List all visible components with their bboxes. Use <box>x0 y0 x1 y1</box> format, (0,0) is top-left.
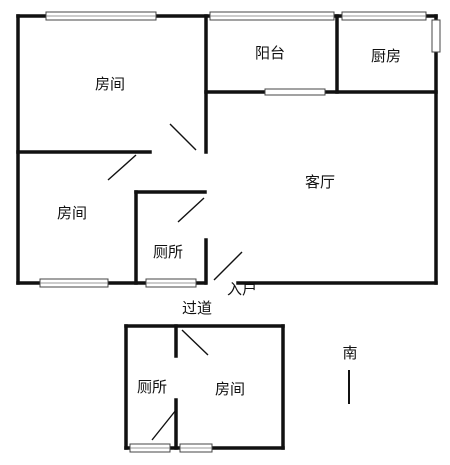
label-toilet-upper: 厕所 <box>153 243 183 261</box>
label-kitchen: 厨房 <box>371 47 401 65</box>
label-balcony: 阳台 <box>255 44 285 62</box>
label-toilet-lower: 厕所 <box>137 378 167 396</box>
window-kitchen-side <box>431 19 441 53</box>
label-bedroom-lower: 房间 <box>215 380 245 398</box>
interior-walls <box>16 14 438 285</box>
doors <box>107 123 243 441</box>
door-toilet-upper <box>177 197 205 223</box>
window-living-room <box>264 88 326 96</box>
label-bedroom-left: 房间 <box>57 204 87 222</box>
compass-label: 南 <box>342 344 357 362</box>
door-entrance <box>213 251 243 281</box>
door-bedroom-left <box>107 154 137 181</box>
label-bedroom-top-left: 房间 <box>95 75 125 93</box>
label-entrance: 入户 <box>227 280 257 298</box>
door-bedroom-top <box>169 123 197 151</box>
label-living-room: 客厅 <box>305 173 335 191</box>
door-toilet-lower <box>151 409 177 441</box>
label-corridor: 过道 <box>182 299 212 317</box>
lower-unit-walls <box>124 324 285 453</box>
door-bedroom-lower <box>181 329 209 356</box>
windows <box>39 11 441 288</box>
